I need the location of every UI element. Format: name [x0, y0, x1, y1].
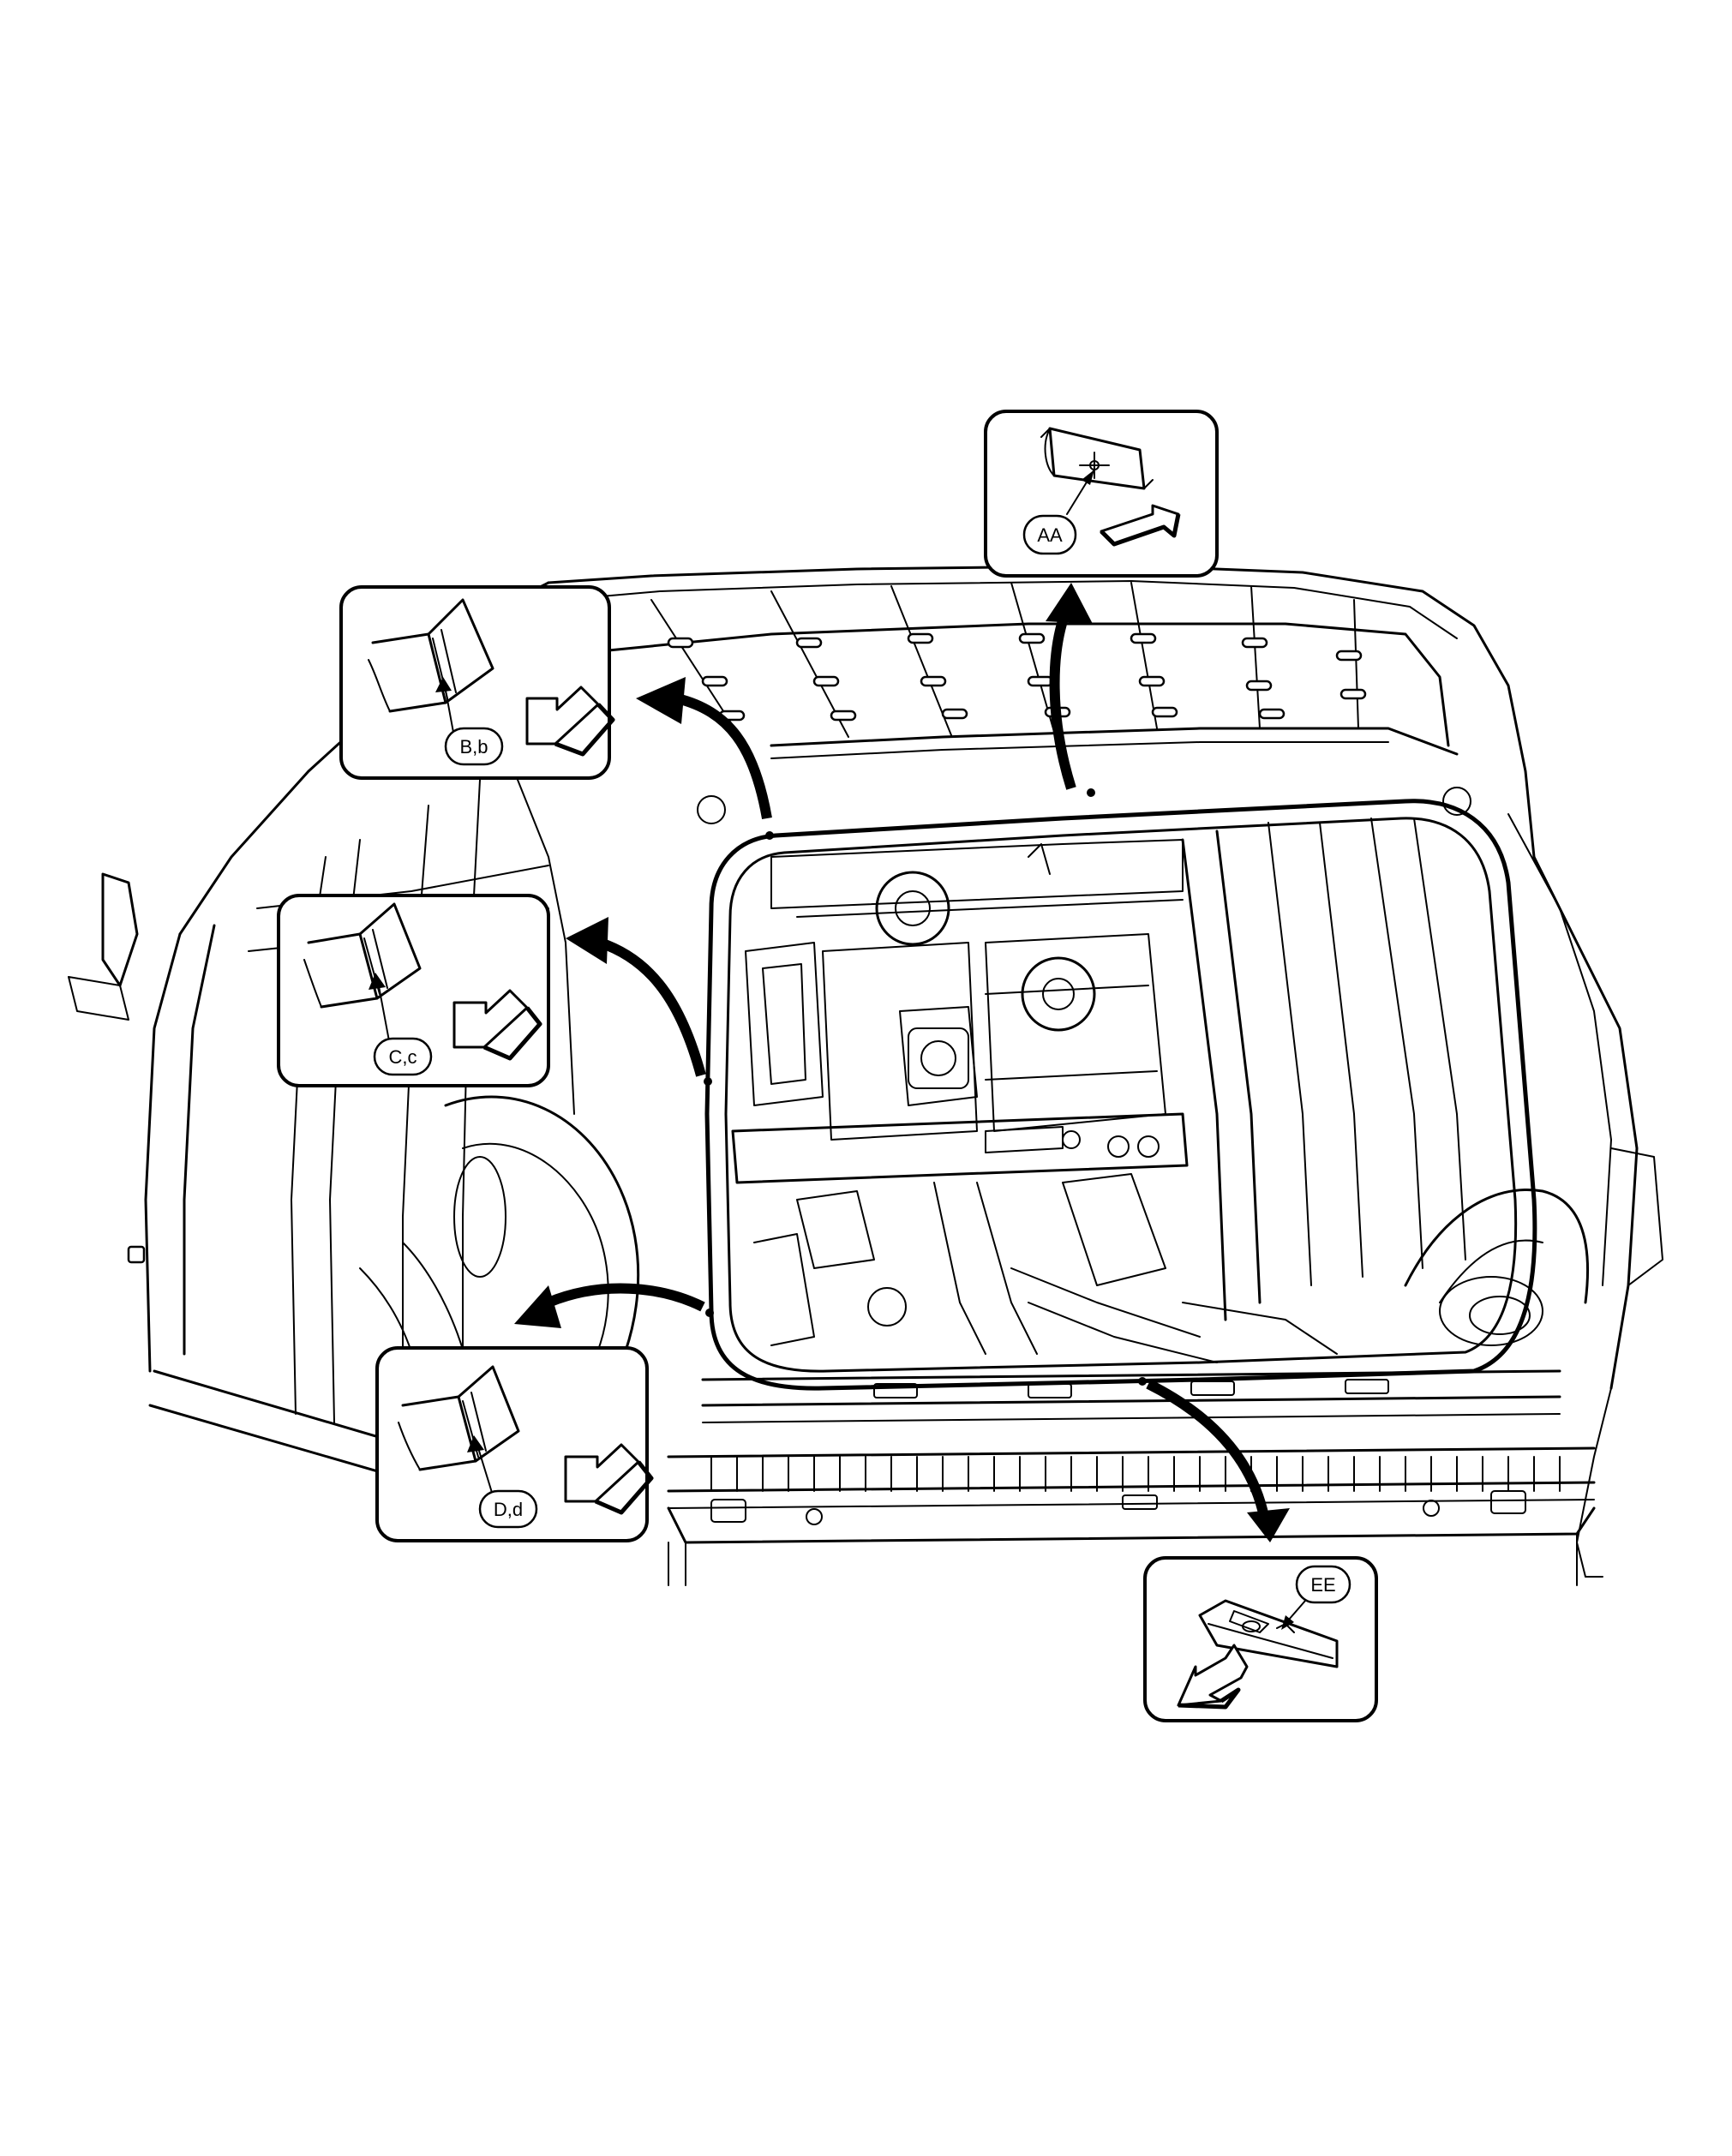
label-dd-text: D,d	[494, 1499, 523, 1520]
direction-arrow-icon	[564, 1443, 640, 1503]
label-aa: AA	[1022, 514, 1077, 555]
callout-bb: B,b	[339, 585, 615, 780]
label-dd: D,d	[478, 1489, 538, 1529]
direction-arrow-icon	[1177, 1644, 1249, 1707]
label-ee: EE	[1295, 1565, 1351, 1604]
label-cc: C,c	[373, 1037, 433, 1076]
label-bb: B,b	[444, 727, 504, 766]
callout-aa: AA	[984, 410, 1219, 578]
callout-cc: C,c	[277, 894, 550, 1087]
label-ee-text: EE	[1310, 1574, 1335, 1596]
direction-arrow-icon	[525, 686, 600, 746]
callout-pointers	[514, 583, 1290, 1542]
roof-slots	[667, 632, 1367, 722]
label-bb-text: B,b	[459, 736, 488, 758]
label-cc-text: C,c	[389, 1046, 417, 1068]
vehicle-body-outline	[68, 564, 1663, 1586]
callout-dd: D,d	[375, 1346, 654, 1542]
callout-ee: EE	[1143, 1556, 1378, 1722]
lower-panel-ribs	[710, 1456, 1561, 1492]
label-aa-text: AA	[1037, 524, 1063, 546]
direction-arrow-icon	[452, 989, 529, 1049]
